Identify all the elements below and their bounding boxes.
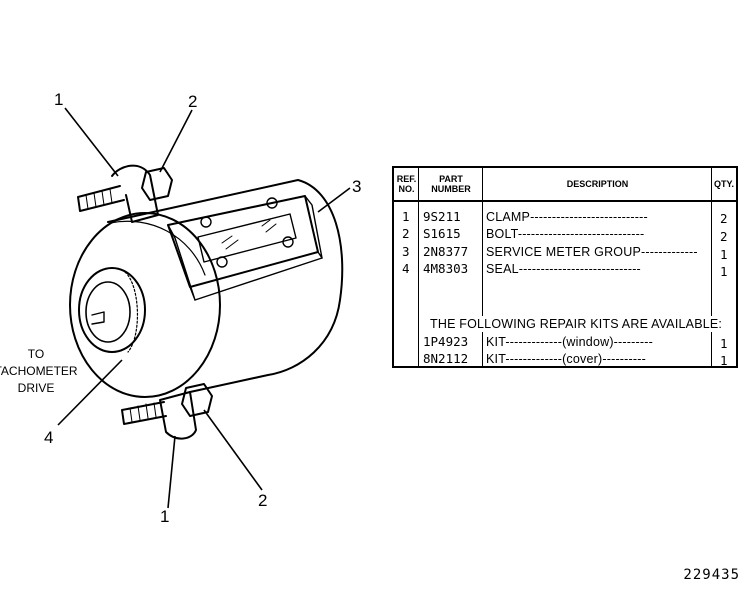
header-ref-no: REF.NO. bbox=[394, 168, 419, 202]
cover-screw bbox=[200, 216, 212, 228]
leader-3 bbox=[317, 187, 351, 213]
callout-clamp-bottom: 1 bbox=[160, 507, 169, 526]
window-cover bbox=[167, 195, 319, 288]
clamp-top bbox=[111, 164, 159, 223]
kit-2-qty: 1 bbox=[720, 353, 728, 368]
drive-hub bbox=[78, 267, 146, 353]
figure-number: 229435 bbox=[683, 567, 740, 583]
row-2-part: S1615 bbox=[423, 226, 461, 241]
kits-heading: THE FOLLOWING REPAIR KITS ARE AVAILABLE: bbox=[428, 316, 725, 332]
kit-2-description: KIT-------------(cover)---------- bbox=[486, 352, 646, 366]
leader-2-bottom bbox=[203, 409, 263, 491]
cover-screw bbox=[266, 197, 278, 209]
window-glass bbox=[197, 213, 297, 263]
drive-note-line3: DRIVE bbox=[18, 381, 55, 395]
kit-1-qty: 1 bbox=[720, 336, 728, 351]
callout-meter-group: 3 bbox=[352, 177, 361, 196]
leader-2-top bbox=[159, 109, 193, 173]
row-4-qty: 1 bbox=[720, 264, 728, 279]
kit-1-part: 1P4923 bbox=[423, 334, 469, 349]
row-2-qty: 2 bbox=[720, 229, 728, 244]
leader-1-bottom bbox=[167, 435, 176, 509]
cover-screw bbox=[216, 256, 228, 268]
header-description: DESCRIPTION bbox=[483, 168, 712, 202]
row-1-ref: 1 bbox=[402, 209, 410, 224]
row-2-description: BOLT----------------------------- bbox=[486, 227, 645, 241]
meter-body bbox=[107, 179, 344, 393]
leader-4 bbox=[57, 359, 123, 426]
row-1-qty: 2 bbox=[720, 211, 728, 226]
bolt-top-head bbox=[141, 167, 173, 201]
bolt-top-thread bbox=[77, 185, 125, 212]
row-3-part: 2N8377 bbox=[423, 244, 469, 259]
bolt-bottom-head bbox=[181, 383, 213, 417]
callout-bolt-top: 2 bbox=[188, 92, 197, 111]
bolt-bottom-thread bbox=[121, 401, 167, 425]
row-4-ref: 4 bbox=[402, 261, 410, 276]
meter-front-face bbox=[69, 212, 221, 398]
drive-note-line1: TO bbox=[28, 347, 44, 361]
callout-seal: 4 bbox=[44, 428, 53, 447]
header-qty: QTY. bbox=[712, 168, 736, 202]
row-4-description: SEAL---------------------------- bbox=[486, 262, 641, 276]
clamp-bottom bbox=[159, 391, 197, 440]
kit-2-part: 8N2112 bbox=[423, 351, 469, 366]
row-1-part: 9S211 bbox=[423, 209, 461, 224]
row-4-part: 4M8303 bbox=[423, 261, 469, 276]
callout-bolt-bottom: 2 bbox=[258, 491, 267, 510]
row-3-description: SERVICE METER GROUP------------- bbox=[486, 245, 698, 259]
cover-screw bbox=[282, 236, 294, 248]
drive-note-line2: TACHOMETER bbox=[0, 364, 78, 378]
kit-1-description: KIT-------------(window)--------- bbox=[486, 335, 653, 349]
row-2-ref: 2 bbox=[402, 226, 410, 241]
row-3-ref: 3 bbox=[402, 244, 410, 259]
leader-1-top bbox=[64, 107, 119, 177]
callout-clamp-top: 1 bbox=[54, 90, 63, 109]
row-1-description: CLAMP--------------------------- bbox=[486, 210, 648, 224]
row-3-qty: 1 bbox=[720, 247, 728, 262]
